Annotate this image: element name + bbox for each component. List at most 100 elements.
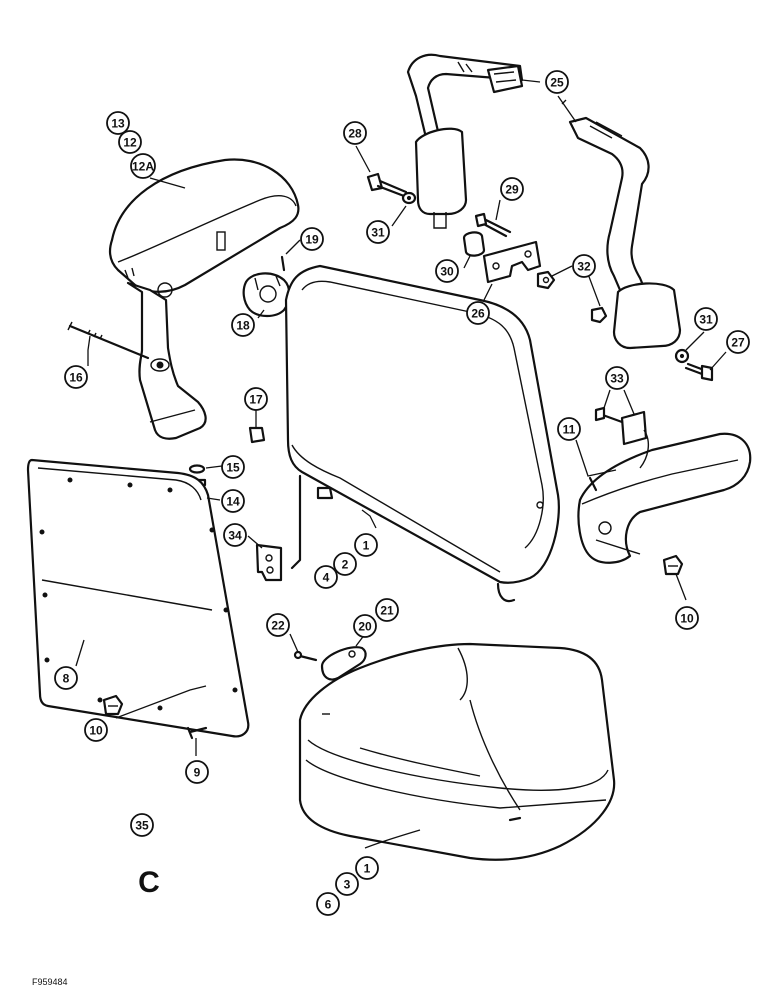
seat-belt-25 — [406, 53, 682, 350]
callout-10: 10 — [675, 606, 699, 630]
callout-number: 3 — [344, 878, 351, 892]
spacer-30 — [462, 231, 486, 257]
callout-number: 12 — [123, 136, 137, 150]
callout-circle — [185, 760, 209, 784]
callout-circle — [435, 259, 459, 283]
callout-circle — [314, 565, 338, 589]
callout-circle — [266, 613, 290, 637]
callout-circle — [333, 552, 357, 576]
link-20 — [320, 646, 367, 681]
callout-circle — [354, 533, 378, 557]
callout-number: 31 — [371, 226, 385, 240]
bolt-16 — [67, 321, 150, 360]
callout-4: 4 — [314, 565, 338, 589]
callout-35: 35 — [130, 813, 154, 837]
left-armrest-bracket — [126, 281, 207, 440]
washer-31-right — [674, 348, 690, 364]
callout-number: 30 — [440, 265, 454, 279]
callout-circle — [130, 153, 156, 179]
callout-number: 11 — [563, 423, 576, 437]
callout-number: 21 — [380, 604, 394, 618]
callout-1: 1 — [354, 533, 378, 557]
callout-number: 19 — [305, 233, 319, 247]
callout-number: 17 — [249, 393, 263, 407]
callout-circle — [572, 254, 596, 278]
callout-number: 12A — [132, 160, 154, 174]
screw-9 — [186, 726, 208, 740]
callout-3: 3 — [335, 872, 359, 896]
washer-31-upper — [401, 191, 417, 205]
callout-circle — [343, 121, 367, 145]
callout-circle — [466, 301, 490, 325]
callout-circle — [54, 666, 78, 690]
callout-9: 9 — [185, 760, 209, 784]
callout-circle — [300, 227, 324, 251]
callout-circle — [366, 220, 390, 244]
callout-29: 29 — [500, 177, 524, 201]
callout-15: 15 — [221, 455, 245, 479]
callout-circle — [605, 366, 629, 390]
callout-12a: 12A — [130, 153, 156, 179]
callout-circle — [335, 872, 359, 896]
nut-32-upper — [536, 270, 556, 290]
clip-10-right — [662, 554, 684, 576]
bolt-27 — [684, 362, 714, 382]
callout-19: 19 — [300, 227, 324, 251]
callout-20: 20 — [353, 614, 377, 638]
callout-6: 6 — [316, 892, 340, 916]
callout-32: 32 — [572, 254, 596, 278]
callout-number: 27 — [731, 336, 745, 350]
screw-22 — [293, 650, 318, 662]
nut-17 — [248, 426, 266, 444]
knob-18 — [242, 272, 291, 318]
callout-circle — [353, 614, 377, 638]
callout-10: 10 — [84, 718, 108, 742]
callout-number: 25 — [550, 76, 564, 90]
callout-number: 4 — [323, 571, 330, 585]
callout-17: 17 — [244, 387, 268, 411]
callout-circle — [355, 856, 379, 880]
bolt-28 — [366, 172, 408, 198]
pin-11 — [588, 476, 598, 492]
callout-number: 26 — [471, 307, 485, 321]
callout-number: 31 — [699, 313, 713, 327]
callout-16: 16 — [64, 365, 88, 389]
callout-18: 18 — [231, 313, 255, 337]
bolt-29 — [474, 212, 512, 238]
right-armrest — [577, 432, 752, 564]
callout-number: 16 — [69, 371, 83, 385]
callout-circle — [231, 313, 255, 337]
callout-21: 21 — [375, 598, 399, 622]
callout-number: 34 — [228, 529, 242, 543]
mounting-bracket-26 — [482, 240, 542, 284]
callout-2: 2 — [333, 552, 357, 576]
callout-25: 25 — [545, 70, 569, 94]
callout-circle — [64, 365, 88, 389]
callout-27: 27 — [726, 330, 750, 354]
clip-10-left — [102, 694, 124, 716]
callout-number: 22 — [271, 619, 285, 633]
callout-number: 14 — [226, 495, 240, 509]
callout-number: 8 — [63, 672, 70, 686]
back-panel-8 — [26, 458, 250, 738]
callout-31: 31 — [366, 220, 390, 244]
callout-1: 1 — [355, 856, 379, 880]
callout-number: 28 — [348, 127, 362, 141]
callout-circle — [726, 330, 750, 354]
callout-30: 30 — [435, 259, 459, 283]
callout-number: 33 — [610, 372, 624, 386]
callout-number: 13 — [111, 117, 125, 131]
callout-labels: 131212A161514171819283129302632253127331… — [54, 70, 750, 916]
seat-cushion — [298, 642, 616, 861]
callout-number: 10 — [680, 612, 694, 626]
callout-33: 33 — [605, 366, 629, 390]
callout-circle — [316, 892, 340, 916]
callout-26: 26 — [466, 301, 490, 325]
callout-number: 32 — [577, 260, 591, 274]
callout-number: 6 — [325, 898, 332, 912]
callout-11: 11 — [557, 417, 581, 441]
callout-number: 9 — [194, 766, 201, 780]
callout-14: 14 — [221, 489, 245, 513]
left-armrest — [108, 158, 300, 298]
callout-22: 22 — [266, 613, 290, 637]
